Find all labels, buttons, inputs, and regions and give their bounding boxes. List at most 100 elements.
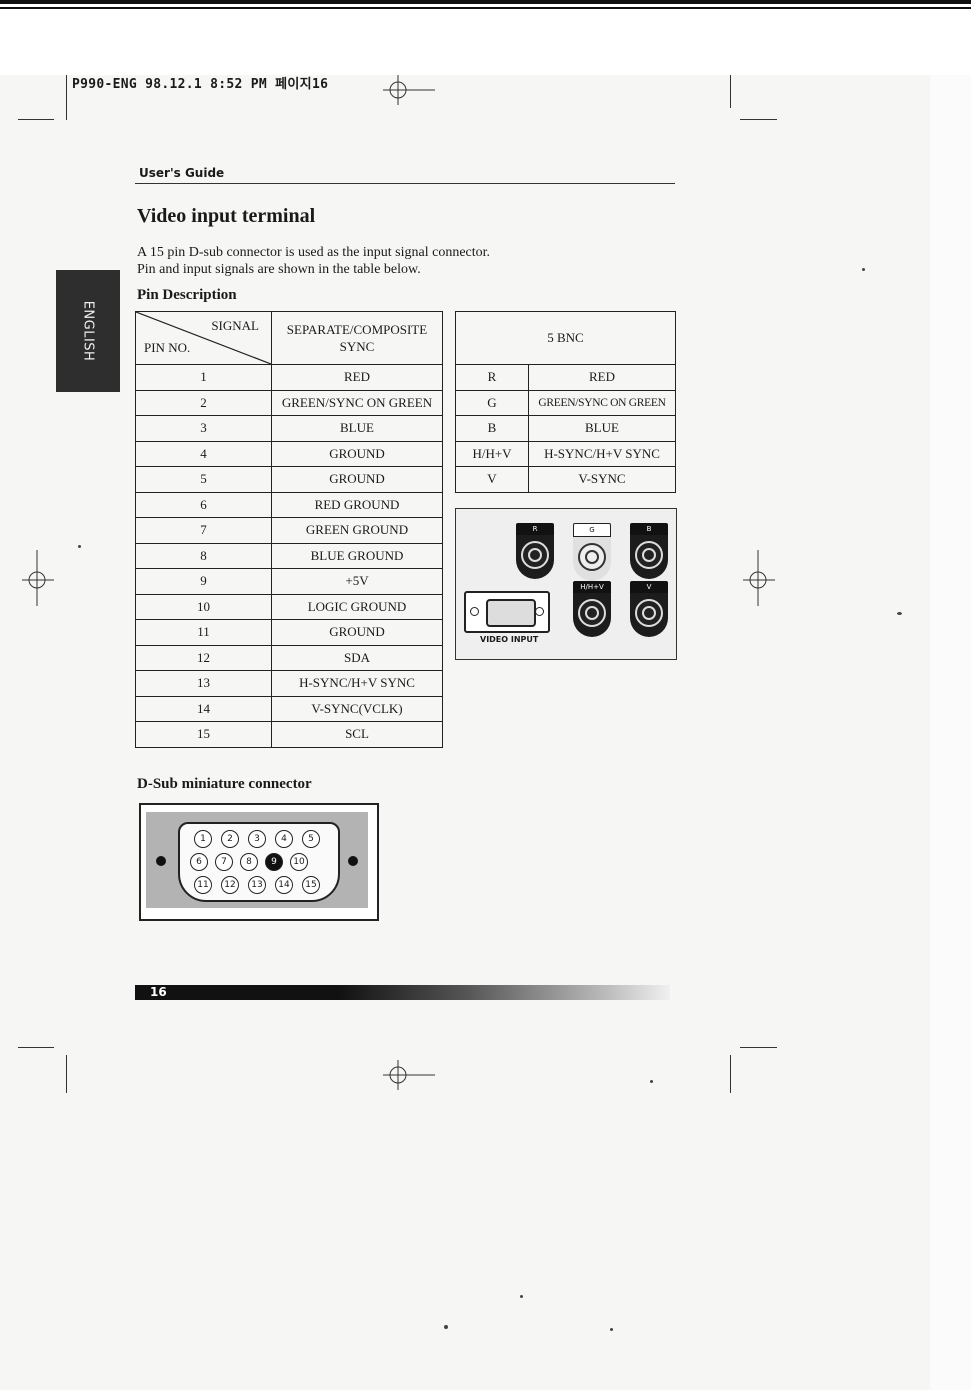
bnc-table-header: 5 BNC [455, 311, 676, 365]
pin-signal: GREEN/SYNC ON GREEN [271, 389, 443, 416]
bnc-ring-icon [578, 543, 606, 571]
pin-table-corner-header: SIGNAL PIN NO. [135, 311, 272, 365]
running-head: User's Guide [139, 166, 225, 180]
pin-signal: GROUND [271, 440, 443, 467]
rear-panel-illustration: VIDEO INPUT R G B H/H+V V [455, 508, 677, 660]
registration-mark-icon [383, 75, 435, 105]
sync-column-header: SEPARATE/COMPOSITE SYNC [271, 311, 443, 365]
bnc-ring-icon [578, 599, 606, 627]
pin-2: 2 [221, 830, 239, 848]
screw-icon [470, 607, 479, 616]
table-row: 9+5V [135, 568, 443, 595]
bnc-ring-icon [635, 599, 663, 627]
bnc-key: B [455, 415, 529, 442]
pin-3: 3 [248, 830, 266, 848]
pin-number: 5 [135, 466, 272, 493]
pin-number: 7 [135, 517, 272, 544]
intro-text: A 15 pin D-sub connector is used as the … [137, 244, 490, 278]
bnc-signal: BLUE [528, 415, 676, 442]
crop-mark [18, 1047, 54, 1048]
bnc-signal: H-SYNC/H+V SYNC [528, 440, 676, 467]
running-head-rule [135, 183, 675, 184]
dsub-shell: 1 2 3 4 5 6 7 8 9 10 11 12 13 14 15 [178, 822, 340, 902]
pin-number: 6 [135, 491, 272, 518]
bnc-r-connector: R [516, 523, 554, 579]
bnc-signal: V-SYNC [528, 466, 676, 493]
registration-mark-icon [743, 550, 775, 606]
dsub-socket-icon [486, 599, 536, 627]
crop-mark [66, 1055, 67, 1093]
pin-15: 15 [302, 876, 320, 894]
bnc-key: G [455, 389, 529, 416]
pin-number: 1 [135, 364, 272, 391]
bnc-ring-icon [635, 541, 663, 569]
scan-speck [444, 1325, 448, 1329]
pin-signal: SDA [271, 644, 443, 671]
bnc-key: V [455, 466, 529, 493]
pin-signal: H-SYNC/H+V SYNC [271, 670, 443, 697]
pin-signal: GROUND [271, 619, 443, 646]
pin-4: 4 [275, 830, 293, 848]
pin-number: 4 [135, 440, 272, 467]
registration-mark-icon [383, 1060, 435, 1090]
bnc-b-connector: B [630, 523, 668, 579]
pin-11: 11 [194, 876, 212, 894]
print-stamp: P990-ENG 98.12.1 8:52 PM 페이지16 [72, 77, 329, 92]
bnc-body [630, 535, 668, 579]
pin-number: 11 [135, 619, 272, 646]
bnc-label: G [573, 523, 611, 537]
scan-edge [930, 75, 971, 1390]
bnc-body [573, 537, 611, 581]
pin-signal: LOGIC GROUND [271, 593, 443, 620]
bnc-body [630, 593, 668, 637]
bnc-label: V [630, 581, 668, 593]
top-rule-thin [0, 7, 971, 9]
scan-speck [897, 612, 902, 615]
registration-mark-icon [22, 550, 54, 606]
video-input-port [464, 591, 550, 633]
signal-header: SIGNAL [211, 318, 259, 333]
pin-no-header: PIN NO. [144, 340, 191, 355]
bnc-label: R [516, 523, 554, 535]
mounting-hole-icon [156, 856, 166, 866]
pin-13: 13 [248, 876, 266, 894]
page-footer-bar [135, 985, 670, 1000]
dsub-diagram: 1 2 3 4 5 6 7 8 9 10 11 12 13 14 15 [139, 803, 379, 921]
crop-mark [730, 75, 731, 108]
video-input-label: VIDEO INPUT [480, 635, 539, 644]
crop-mark [740, 1047, 777, 1048]
pin-signal: GROUND [271, 466, 443, 493]
pin-number: 14 [135, 695, 272, 722]
screw-icon [535, 607, 544, 616]
pin-table: SIGNAL PIN NO. SEPARATE/COMPOSITE SYNC 1… [135, 311, 443, 748]
bnc-label: B [630, 523, 668, 535]
crop-mark [18, 119, 54, 120]
scan-speck [78, 545, 81, 548]
bnc-label: H/H+V [573, 581, 611, 593]
pin-8: 8 [240, 853, 258, 871]
pin-7: 7 [215, 853, 233, 871]
pin-signal: +5V [271, 568, 443, 595]
pin-signal: BLUE [271, 415, 443, 442]
crop-mark [66, 75, 67, 120]
bnc-signal: RED [528, 364, 676, 391]
pin-5: 5 [302, 830, 320, 848]
side-tab-label: ENGLISH [80, 300, 96, 362]
pin-number: 13 [135, 670, 272, 697]
scan-speck [650, 1080, 653, 1083]
intro-line: Pin and input signals are shown in the t… [137, 262, 421, 277]
intro-line: A 15 pin D-sub connector is used as the … [137, 245, 491, 260]
